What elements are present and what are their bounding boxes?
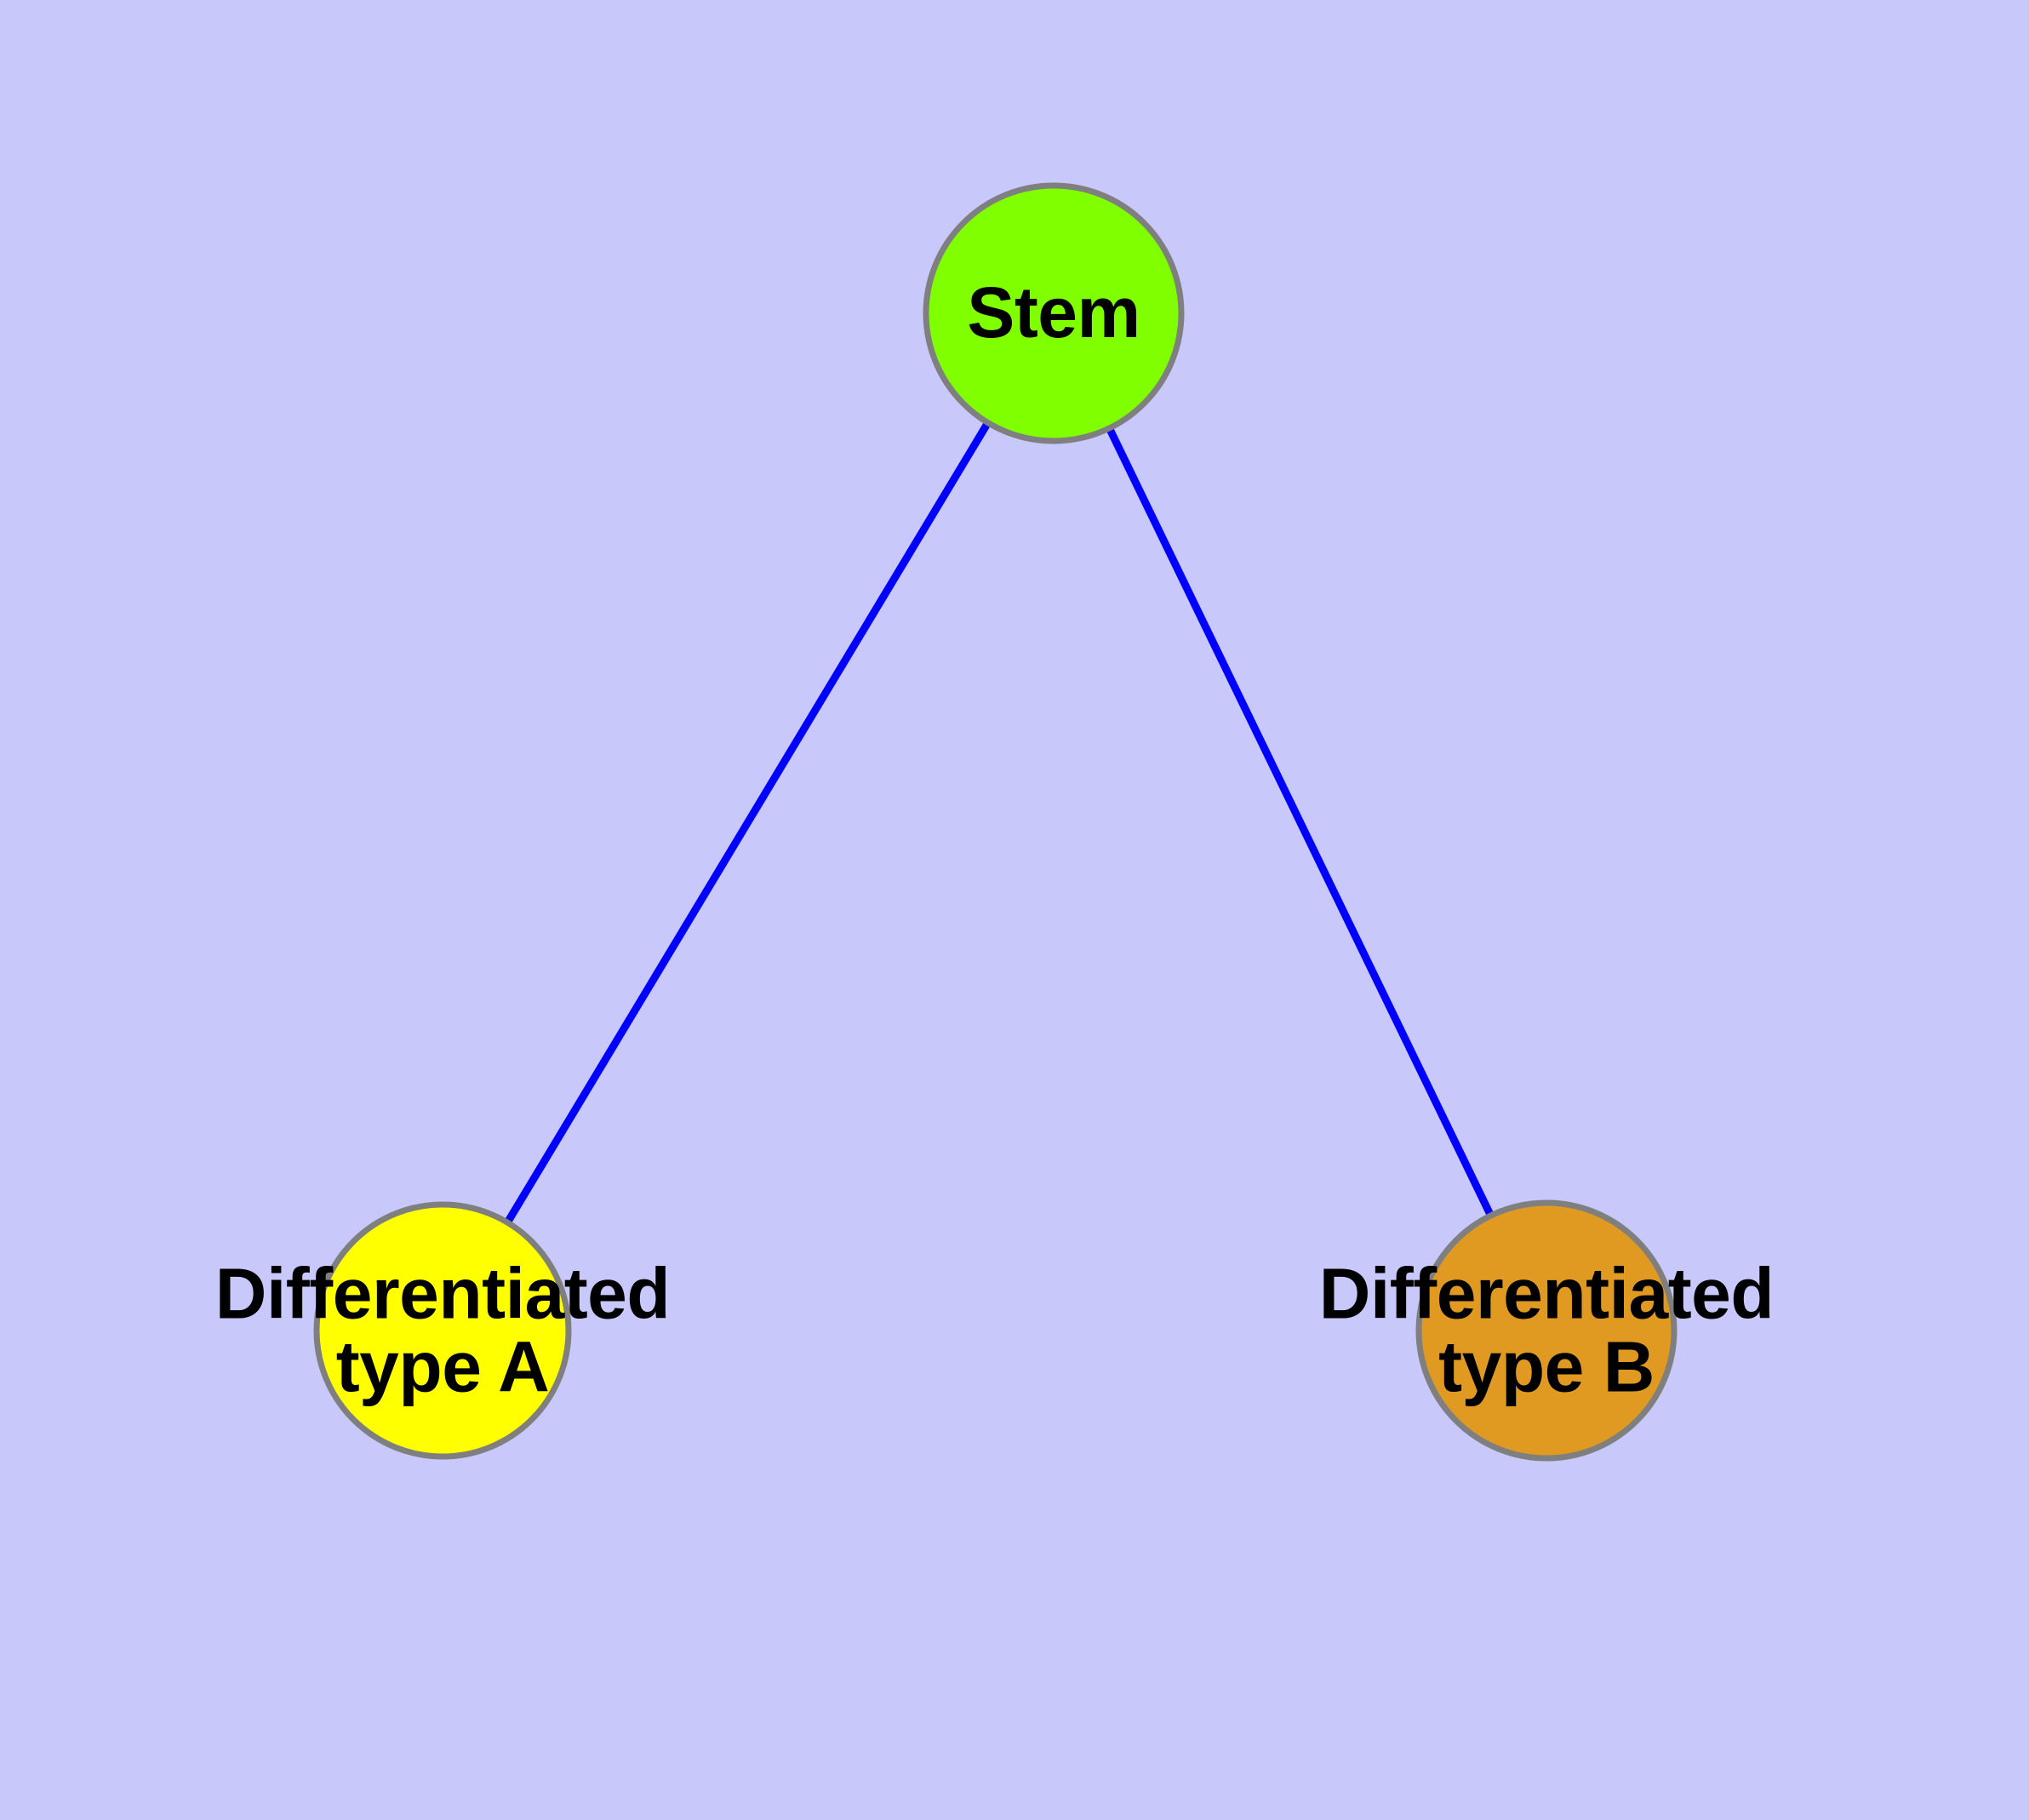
- node-stem[interactable]: [923, 182, 1185, 444]
- edge-stem-to-differentiated-type-a[interactable]: [503, 419, 992, 1227]
- node-differentiated-type-a[interactable]: [313, 1201, 572, 1460]
- node-differentiated-type-b[interactable]: [1415, 1199, 1677, 1462]
- edges-layer: [503, 419, 1495, 1227]
- nodes-layer: [313, 182, 1677, 1462]
- edge-stem-to-differentiated-type-b[interactable]: [1105, 425, 1495, 1219]
